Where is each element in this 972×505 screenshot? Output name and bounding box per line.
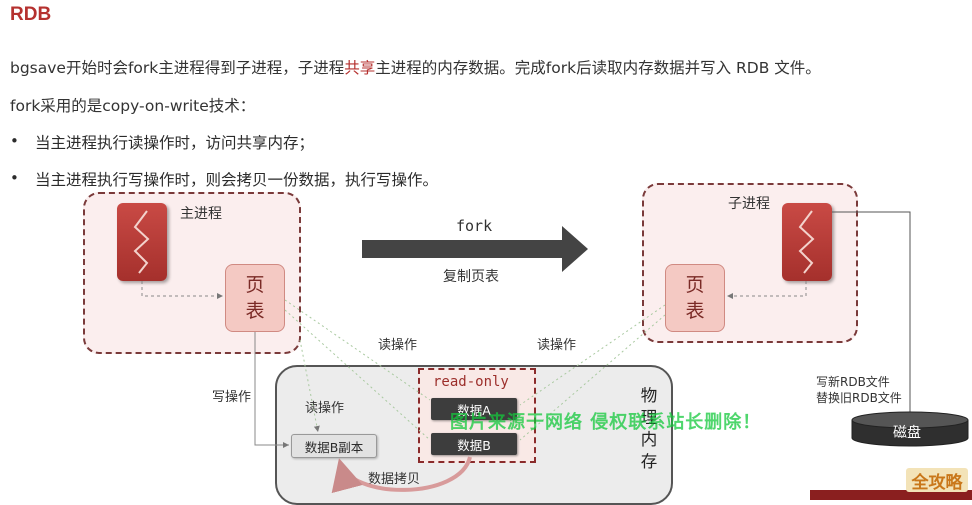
- write-op-label: 写操作: [212, 390, 252, 405]
- main-process-icon: [117, 203, 167, 281]
- process-squiggle-icon: [133, 210, 150, 274]
- inner-read-arrow: [299, 339, 320, 433]
- page-table-char1: 页: [685, 274, 705, 296]
- site-logo: 全攻略: [906, 468, 968, 493]
- page-table-char2: 表: [245, 300, 265, 322]
- read-op-right-label: 读操作: [537, 338, 577, 353]
- bottom-banner: [810, 490, 972, 500]
- main-process-label: 主进程: [180, 206, 222, 222]
- pm-char-4: 存: [640, 452, 658, 471]
- intro-highlight: 共享: [344, 59, 376, 77]
- intro-line: bgsave开始时会fork主进程得到子进程，子进程共享主进程的内存数据。完成f…: [10, 56, 821, 78]
- fork-label: fork: [456, 217, 493, 235]
- intro-part2: 主进程的内存数据。完成fork后读取内存数据并写入 RDB 文件。: [375, 59, 821, 77]
- page-table-char1: 页: [245, 274, 265, 296]
- intro-part1: bgsave开始时会fork主进程得到子进程，子进程: [10, 59, 345, 77]
- page-table-char2: 表: [685, 300, 705, 322]
- child-read-line-b: [519, 314, 666, 441]
- bullet-dot-2: •: [10, 169, 19, 187]
- main-proc-to-table-arrow: [141, 281, 223, 299]
- child-page-table: 页 表: [665, 264, 725, 332]
- data-a-block: 数据A: [431, 398, 517, 420]
- data-copy-arrow: [331, 456, 472, 494]
- main-read-line: [284, 299, 431, 401]
- child-read-line: [519, 304, 666, 406]
- bullet-read: 当主进程执行读操作时，访问共享内存；: [35, 134, 315, 152]
- read-op-inner-label: 读操作: [305, 401, 345, 416]
- physical-memory-label: 物 理 内 存: [638, 385, 660, 473]
- bullet-write: 当主进程执行写操作时，则会拷贝一份数据，执行写操作。: [35, 171, 439, 189]
- main-page-table: 页 表: [225, 264, 285, 332]
- pm-char-1: 物: [640, 386, 658, 405]
- read-only-label: read-only: [433, 374, 509, 390]
- write-op-arrow: [254, 332, 289, 448]
- data-copy-label: 数据拷贝: [368, 472, 421, 487]
- pm-char-2: 理: [640, 408, 658, 427]
- process-squiggle-icon: [798, 210, 815, 274]
- child-proc-to-table-arrow: [727, 281, 807, 299]
- read-op-left-label: 读操作: [378, 338, 418, 353]
- copy-page-table-label: 复制页表: [443, 269, 499, 285]
- fork-arrow: [362, 226, 588, 272]
- watermark-text: 图片来源于网络 侵权联系站长删除！: [450, 412, 762, 433]
- disk-icon: [851, 411, 969, 447]
- bullet-dot-1: •: [10, 132, 19, 150]
- child-process-icon: [782, 203, 832, 281]
- write-new-rdb-label: 写新RDB文件: [816, 375, 890, 389]
- page-title: RDB: [10, 4, 52, 25]
- child-process-label: 子进程: [728, 196, 770, 212]
- data-b-copy-block: 数据B副本: [291, 434, 377, 458]
- disk-label: 磁盘: [893, 425, 921, 441]
- replace-old-rdb-label: 替换旧RDB文件: [816, 391, 902, 405]
- pm-char-3: 内: [640, 430, 658, 449]
- cow-line: fork采用的是copy-on-write技术：: [10, 97, 256, 115]
- child-to-disk-line: [832, 211, 913, 418]
- data-b-block: 数据B: [431, 433, 517, 455]
